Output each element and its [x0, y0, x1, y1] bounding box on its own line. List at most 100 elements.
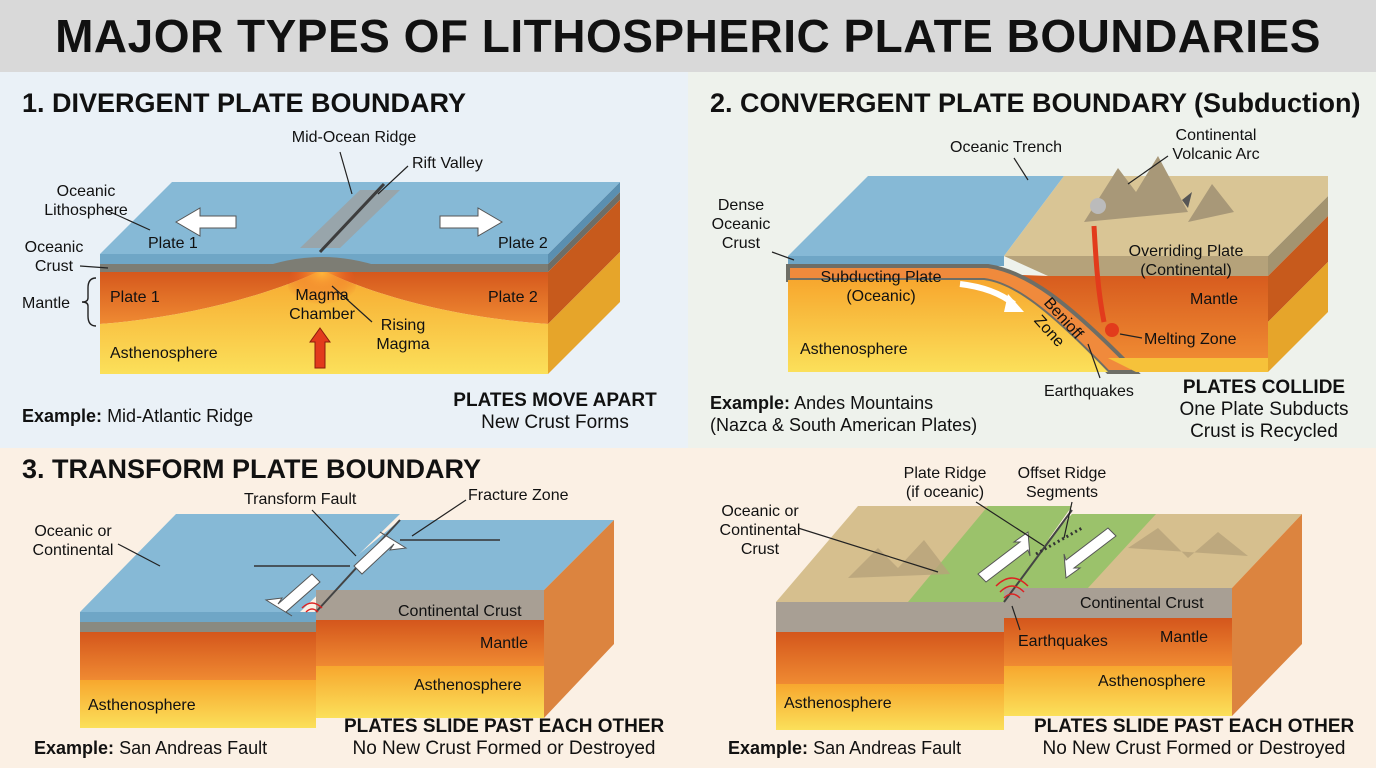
right-face-side — [544, 520, 614, 718]
label-rift-valley: Rift Valley — [412, 155, 483, 172]
summary-text-1: One Plate Subducts — [1179, 399, 1349, 420]
label-mantle: Mantle — [480, 635, 529, 652]
front-astheno — [788, 280, 1108, 372]
convergent-example: Example: Andes Mountains(Nazca & South A… — [710, 392, 977, 436]
right-face-astheno — [548, 252, 620, 374]
magma-rise — [1091, 225, 1107, 323]
summary-title: PLATES SLIDE PAST EACH OTHER — [344, 716, 665, 737]
label-oceanic-or-continental-crust: Oceanic or Continental Crust — [719, 503, 801, 558]
convergent-heading: 2. CONVERGENT PLATE BOUNDARY (Subduction… — [710, 88, 1361, 118]
mountains-left — [848, 540, 950, 578]
label-oceanic-lithosphere: Oceanic Lithosphere — [44, 183, 128, 219]
example-value: Andes Mountains — [794, 393, 934, 413]
volcano-plume-icon — [1090, 198, 1106, 214]
right-block-mantle — [1004, 618, 1232, 666]
front-mantle — [788, 266, 1268, 358]
example-value: Mid-Atlantic Ridge — [107, 406, 254, 426]
left-block-crust — [776, 602, 1004, 632]
leader-transform-fault — [311, 509, 357, 557]
right-face-water — [548, 182, 620, 264]
page-title: MAJOR TYPES OF LITHOSPHERIC PLATE BOUNDA… — [55, 10, 1321, 62]
transform-continental-panel: Plate Ridge (if oceanic) Offset Ridge Se… — [688, 448, 1376, 768]
right-face-land — [1268, 196, 1328, 276]
right-block-astheno — [316, 666, 544, 718]
example-value-2: (Nazca & South American Plates) — [710, 415, 978, 435]
mountain-2 — [1188, 184, 1234, 222]
ocean-surface — [788, 176, 1064, 256]
melting-zone-spot — [1105, 323, 1119, 337]
label-continental-crust: Continental Crust — [1080, 595, 1204, 612]
leader-rift — [377, 165, 409, 195]
example-key: Example: — [710, 393, 791, 413]
transform-heading: 3. TRANSFORM PLATE BOUNDARY — [22, 454, 481, 484]
example-value: San Andreas Fault — [119, 738, 268, 758]
label-mid-ocean-ridge: Mid-Ocean Ridge — [291, 129, 417, 146]
front-continent — [1004, 256, 1268, 276]
label-fracture-zone: Fracture Zone — [468, 487, 569, 504]
right-block-mantle — [316, 620, 544, 666]
label-mantle: Mantle — [1160, 629, 1209, 646]
mantle-brace — [81, 277, 97, 327]
label-asthenosphere-right: Asthenosphere — [1098, 673, 1206, 690]
right-face-mantle — [1268, 216, 1328, 322]
rising-magma-arrow-icon — [309, 327, 331, 369]
arrow-up-icon — [977, 531, 1031, 583]
mountains-right — [1128, 528, 1248, 558]
continent-surface — [1004, 176, 1328, 256]
mountain-1 — [1084, 156, 1188, 222]
label-oceanic-or-continental: Oceanic or Continental — [32, 523, 114, 559]
label-offset-ridge-segments: Offset Ridge Segments — [1017, 465, 1107, 501]
left-block-astheno — [776, 684, 1004, 730]
label-continental-volcanic-arc: Continental Volcanic Arc — [1172, 127, 1260, 163]
left-block-water — [80, 612, 316, 622]
label-oceanic-crust: Oceanic Crust — [24, 239, 84, 275]
leader-crust — [79, 265, 109, 269]
leader-rising — [331, 285, 373, 323]
left-block-astheno — [80, 680, 316, 728]
front-water — [788, 256, 1004, 266]
leader-ridge — [339, 151, 353, 195]
label-asthenosphere-left: Asthenosphere — [784, 695, 892, 712]
right-block-crust — [1004, 588, 1232, 618]
divergent-heading: 1. DIVERGENT PLATE BOUNDARY — [22, 88, 467, 118]
leader-melting — [1119, 333, 1143, 339]
summary-text: No New Crust Formed or Destroyed — [1042, 738, 1346, 759]
leader-trench — [1013, 157, 1029, 181]
right-face-crust — [548, 192, 620, 272]
label-asthenosphere-right: Asthenosphere — [414, 677, 522, 694]
label-dense-oceanic-crust: Dense Oceanic Crust — [711, 197, 771, 252]
left-block-crust — [80, 622, 316, 632]
leader-oceanic — [117, 543, 161, 567]
arrow-down-left-icon — [264, 573, 321, 617]
divergent-panel: 1. DIVERGENT PLATE BOUNDARY Mid-Ocean Ri… — [0, 72, 688, 448]
ridge-bump — [250, 257, 394, 272]
label-plate1-side: Plate 1 — [110, 289, 160, 306]
summary-title: PLATES MOVE APART — [453, 390, 657, 411]
convergent-panel: 2. CONVERGENT PLATE BOUNDARY (Subduction… — [688, 72, 1376, 448]
label-magma-chamber: Magma Chamber — [289, 287, 355, 323]
transform-panel: 3. TRANSFORM PLATE BOUNDARY Transform Fa… — [0, 448, 688, 768]
front-mantle — [100, 270, 548, 324]
uplift-arrow-icon — [1182, 192, 1192, 208]
astheno-right — [1108, 358, 1268, 372]
divergent-example: Example: Mid-Atlantic Ridge — [22, 406, 253, 427]
convergent-diagram — [771, 155, 1328, 379]
label-plate-ridge: Plate Ridge (if oceanic) — [903, 465, 987, 501]
label-melting-zone: Melting Zone — [1144, 331, 1237, 348]
label-subducting-plate: Subducting Plate (Oceanic) — [820, 269, 942, 305]
leader-fracture-zone — [411, 499, 467, 537]
summary-text-2: Crust is Recycled — [1190, 421, 1338, 442]
offset-ridge-marks — [1035, 526, 1083, 556]
label-transform-fault: Transform Fault — [244, 491, 357, 508]
title-bar: MAJOR TYPES OF LITHOSPHERIC PLATE BOUNDA… — [0, 0, 1376, 72]
label-rising-magma: Rising Magma — [376, 317, 430, 353]
subduction-arrowhead — [1004, 294, 1024, 312]
label-asthenosphere: Asthenosphere — [800, 341, 908, 358]
left-ridge-strip — [908, 506, 1072, 602]
example-key: Example: — [22, 406, 103, 426]
label-mantle: Mantle — [22, 295, 71, 312]
